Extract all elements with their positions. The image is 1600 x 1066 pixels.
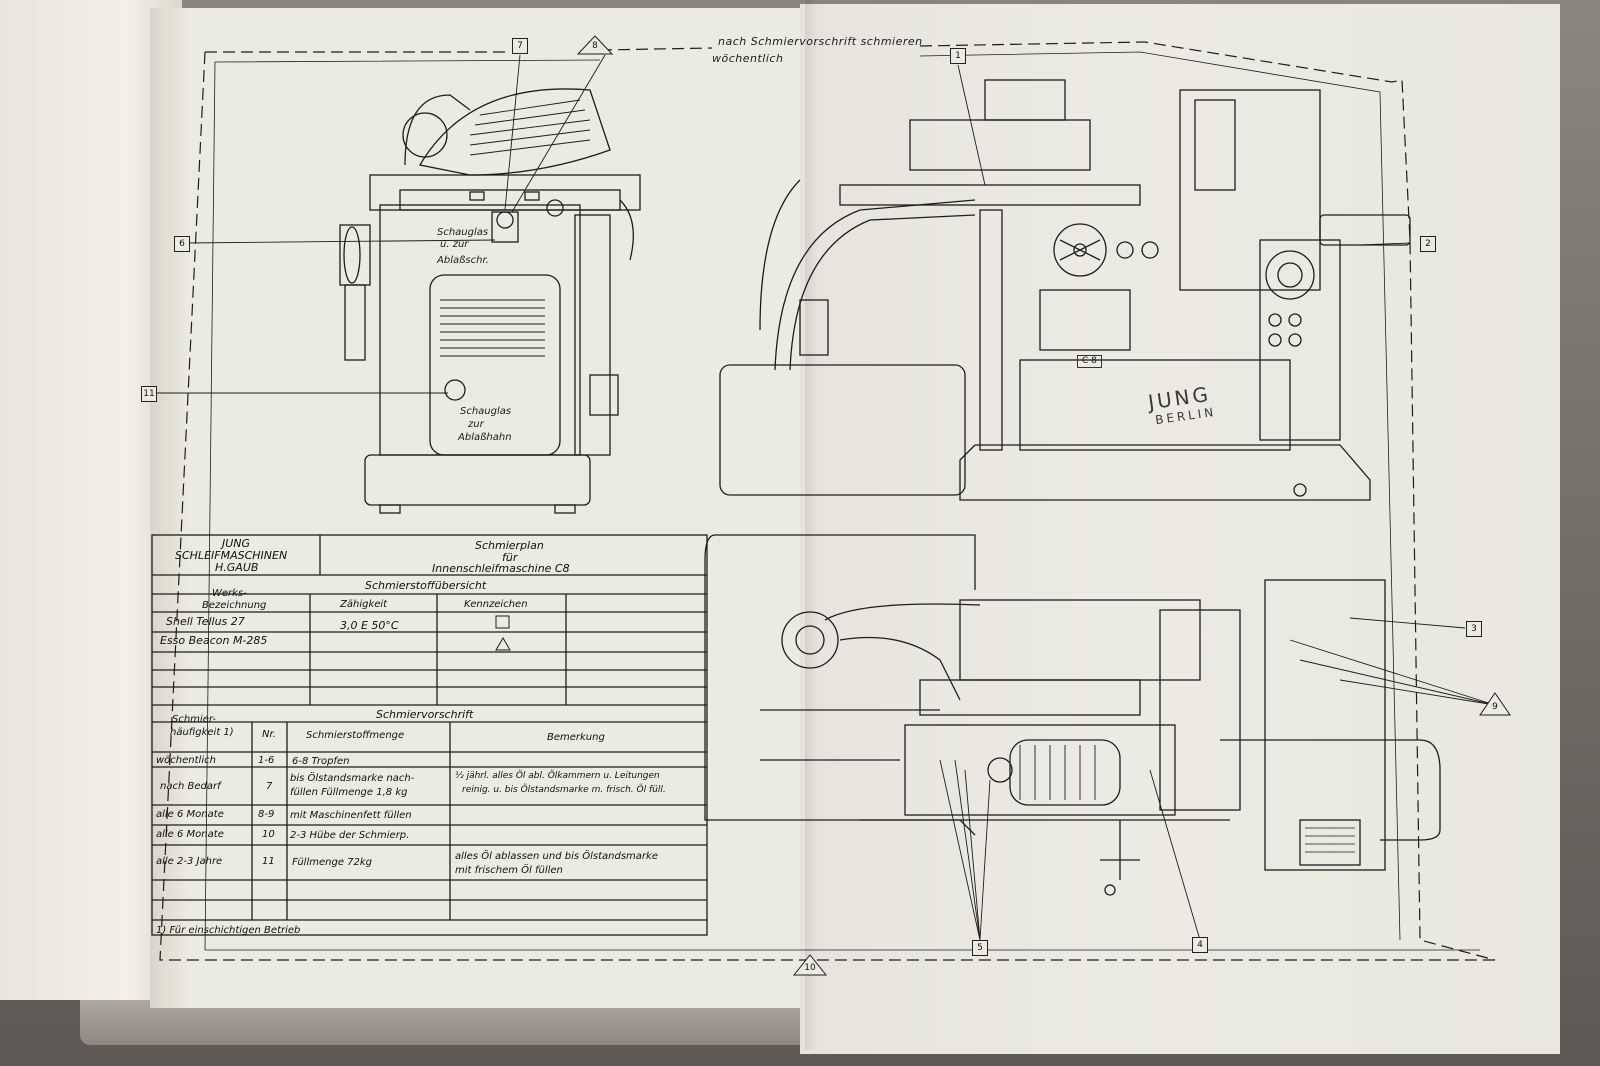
- sightglass-top-label-3: Ablaßschr.: [437, 255, 489, 266]
- schedule-row-5-remark2: mit frischem Öl füllen: [455, 865, 563, 876]
- schedule-row-2-remark2: reinig. u. bis Ölstandsmarke m. frisch. …: [462, 785, 666, 795]
- schedule-row-5-freq: alle 2-3 Jahre: [156, 856, 223, 867]
- schedule-row-4-freq: alle 6 Monate: [156, 829, 224, 840]
- callout-6: 6: [174, 236, 190, 252]
- lubricant-row-2-name: Esso Beacon M-285: [160, 634, 268, 647]
- company-line3: H.GAUB: [215, 561, 259, 574]
- lubricant-row-1-name: Shell Tellus 27: [166, 615, 245, 628]
- callout-10-label: 10: [804, 963, 816, 973]
- schedule-row-3-amount: mit Maschinenfett füllen: [290, 810, 412, 821]
- sightglass-bottom-label: Schauglas: [460, 406, 512, 417]
- model-plate: C 8: [1077, 355, 1102, 368]
- schedule-row-2-amount2: füllen Füllmenge 1,8 kg: [290, 787, 408, 798]
- top-note-line2: wöchentlich: [712, 52, 784, 65]
- callout-4: 4: [1192, 937, 1208, 953]
- schedule-row-2-nr: 7: [266, 781, 273, 792]
- sightglass-bottom-label-2: zur: [468, 419, 484, 430]
- callout-7: 7: [512, 38, 528, 54]
- header-remark: Bemerkung: [547, 732, 605, 743]
- callout-5: 5: [972, 940, 988, 956]
- header-nr: Nr.: [262, 729, 276, 740]
- company-line2: SCHLEIFMASCHINEN: [175, 549, 288, 562]
- schedule-row-5-nr: 11: [262, 856, 275, 867]
- sightglass-top-label: Schauglas: [437, 227, 489, 238]
- schedule-row-2-amount: bis Ölstandsmarke nach-: [290, 773, 415, 784]
- callout-3: 3: [1466, 621, 1482, 637]
- schedule-title: Schmiervorschrift: [376, 708, 474, 721]
- triangle-callout-8: [576, 35, 614, 55]
- square-symbol: [495, 615, 510, 629]
- dashed-frame-top: [205, 41, 1496, 961]
- sightglass-bottom-label-3: Ablaßhahn: [458, 432, 512, 443]
- schedule-row-3-nr: 8-9: [258, 809, 275, 820]
- dashed-frame-left: [159, 51, 1495, 961]
- callout-9-label: 9: [1492, 702, 1498, 712]
- triangle-symbol: [495, 637, 511, 651]
- triangle-callout-10: [792, 954, 828, 976]
- callout-1: 1: [950, 48, 966, 64]
- schedule-footnote: 1) Für einschichtigen Betrieb: [156, 925, 301, 936]
- top-note-line1: nach Schmiervorschrift schmieren: [718, 35, 923, 48]
- sightglass-top-label-2: u. zur: [440, 239, 469, 250]
- schedule-row-5-amount: Füllmenge 72kg: [292, 857, 373, 868]
- callout-8-label: 8: [592, 41, 598, 51]
- lubricant-row-1-viscosity: 3,0 E 50°C: [340, 619, 399, 632]
- header-amount: Schmierstoffmenge: [306, 730, 405, 741]
- header-frequency-line1: Schmier-: [172, 714, 217, 725]
- table-grid: [151, 534, 708, 936]
- plan-title-line1: Schmierplan: [475, 539, 544, 552]
- machine-front-view: [719, 79, 1411, 501]
- plan-title-line3: Innenschleifmaschine C8: [432, 562, 570, 575]
- schedule-row-2-remark: ½ jährl. alles Öl abl. Ölkammern u. Leit…: [455, 771, 660, 781]
- schedule-row-1-nr: 1-6: [258, 755, 275, 766]
- plan-title-line2: für: [502, 551, 518, 564]
- machine-top-view: [704, 534, 1441, 896]
- schedule-row-1-amount: 6-8 Tropfen: [292, 756, 350, 767]
- fold-crease: [805, 0, 819, 1050]
- leader-lines: [155, 54, 1496, 941]
- header-viscosity: Zähigkeit: [340, 599, 388, 610]
- triangle-callout-9: [1479, 692, 1511, 716]
- header-symbol: Kennzeichen: [464, 599, 528, 610]
- callout-11: 11: [141, 386, 157, 402]
- schedule-row-5-remark: alles Öl ablassen und bis Ölstandsmarke: [455, 851, 658, 862]
- machine-side-view: [339, 88, 641, 514]
- schedule-row-3-freq: alle 6 Monate: [156, 809, 224, 820]
- header-frequency-line2: häufigkeit 1): [170, 727, 234, 738]
- schedule-row-4-amount: 2-3 Hübe der Schmierp.: [290, 830, 410, 841]
- header-works-line2: Bezeichnung: [202, 600, 267, 611]
- schedule-row-1-freq: wöchentlich: [156, 755, 216, 766]
- schedule-row-4-nr: 10: [262, 829, 275, 840]
- company-line1: JUNG: [222, 537, 251, 550]
- callout-2: 2: [1420, 236, 1436, 252]
- schedule-row-2-freq: nach Bedarf: [160, 781, 221, 792]
- header-works-line1: Werks-: [212, 588, 247, 599]
- lubricant-overview-title: Schmierstoffübersicht: [365, 579, 487, 592]
